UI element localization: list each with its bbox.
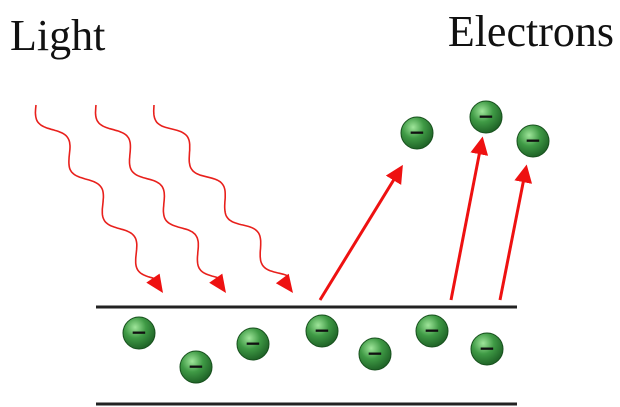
light-wave bbox=[34, 104, 156, 280]
electron: − bbox=[469, 100, 503, 134]
light-wave-arrowhead bbox=[275, 273, 293, 293]
light-wave bbox=[152, 104, 290, 278]
electron-charge-sign: − bbox=[478, 104, 495, 128]
light-wave bbox=[94, 104, 220, 279]
emission-arrows bbox=[318, 136, 533, 301]
electron: − bbox=[236, 327, 270, 361]
light-label: Light bbox=[10, 11, 106, 60]
electron-charge-sign: − bbox=[131, 320, 148, 344]
emission-arrow bbox=[449, 136, 489, 301]
electron-charge-sign: − bbox=[367, 341, 384, 365]
electron: − bbox=[358, 337, 392, 371]
light-waves bbox=[34, 104, 293, 293]
electron-charge-sign: − bbox=[424, 318, 441, 342]
light-wave-arrowhead bbox=[146, 273, 163, 293]
electrons: − − − − − − − − − − bbox=[122, 100, 550, 384]
electron-charge-sign: − bbox=[314, 318, 331, 342]
electron: − bbox=[470, 332, 504, 366]
electron: − bbox=[400, 116, 434, 150]
electron: − bbox=[516, 124, 550, 158]
electron: − bbox=[122, 316, 156, 350]
electron-charge-sign: − bbox=[525, 128, 542, 152]
electron-charge-sign: − bbox=[245, 331, 262, 355]
emission-arrow bbox=[318, 164, 403, 301]
electron: − bbox=[305, 314, 339, 348]
electron: − bbox=[179, 350, 213, 384]
electrons-label: Electrons bbox=[447, 7, 614, 56]
electron-charge-sign: − bbox=[479, 336, 496, 360]
electron: − bbox=[415, 314, 449, 348]
electron-charge-sign: − bbox=[409, 120, 426, 144]
emission-arrow bbox=[498, 164, 533, 301]
electron-charge-sign: − bbox=[188, 354, 205, 378]
light-wave-arrowhead bbox=[209, 273, 226, 293]
